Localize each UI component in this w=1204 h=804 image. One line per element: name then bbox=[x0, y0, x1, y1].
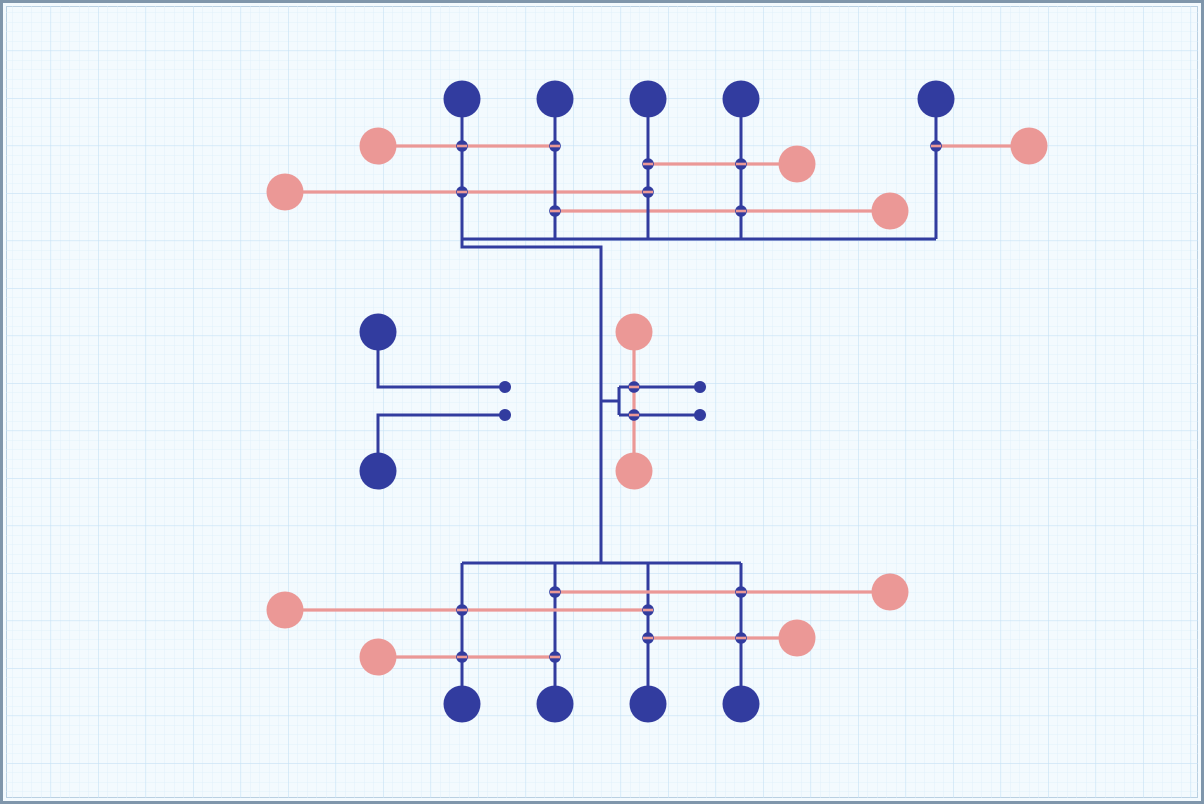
pink-node-icon bbox=[615, 313, 653, 351]
endpoint-dot-icon bbox=[499, 409, 511, 421]
junction-stripe bbox=[457, 190, 467, 194]
blue-node-icon bbox=[722, 685, 760, 723]
pink-node-icon bbox=[871, 192, 909, 230]
junction-stripe bbox=[457, 608, 467, 612]
junction-stripe bbox=[736, 162, 746, 166]
pink-node-icon bbox=[778, 145, 816, 183]
blue-trunk bbox=[460, 239, 603, 563]
blue-wire bbox=[376, 413, 505, 471]
junction-stripe bbox=[629, 385, 639, 389]
blue-node-icon bbox=[536, 80, 574, 118]
junction-stripe bbox=[643, 190, 653, 194]
blue-node-icon bbox=[359, 452, 397, 490]
circuit-diagram bbox=[6, 6, 1198, 798]
blue-node-icon bbox=[917, 80, 955, 118]
junction-stripe bbox=[629, 413, 639, 417]
junction-stripe bbox=[550, 144, 560, 148]
pink-node-icon bbox=[871, 573, 909, 611]
blue-node-icon bbox=[443, 685, 481, 723]
junction-stripe bbox=[736, 636, 746, 640]
endpoint-dot-icon bbox=[499, 381, 511, 393]
junction-stripe bbox=[643, 608, 653, 612]
junction-stripe bbox=[643, 636, 653, 640]
blue-node-icon bbox=[443, 80, 481, 118]
nodes-layer bbox=[266, 80, 1048, 723]
pink-node-icon bbox=[266, 173, 304, 211]
junction-stripe bbox=[550, 655, 560, 659]
blue-node-icon bbox=[359, 313, 397, 351]
pink-node-icon bbox=[1010, 127, 1048, 165]
endpoint-dot-icon bbox=[694, 381, 706, 393]
pink-node-icon bbox=[615, 452, 653, 490]
junction-stripe bbox=[931, 144, 941, 148]
junction-stripe bbox=[736, 590, 746, 594]
junction-stripe bbox=[643, 162, 653, 166]
endpoint-dot-icon bbox=[694, 409, 706, 421]
blue-node-icon bbox=[536, 685, 574, 723]
pink-node-icon bbox=[778, 619, 816, 657]
junction-stripe bbox=[457, 655, 467, 659]
junction-stripe bbox=[457, 144, 467, 148]
junction-stripe bbox=[736, 209, 746, 213]
junction-stripe bbox=[550, 209, 560, 213]
blue-node-icon bbox=[629, 80, 667, 118]
pink-node-icon bbox=[359, 638, 397, 676]
junction-stripe bbox=[550, 590, 560, 594]
blue-node-icon bbox=[722, 80, 760, 118]
pink-node-icon bbox=[266, 591, 304, 629]
pink-node-icon bbox=[359, 127, 397, 165]
blue-node-icon bbox=[629, 685, 667, 723]
